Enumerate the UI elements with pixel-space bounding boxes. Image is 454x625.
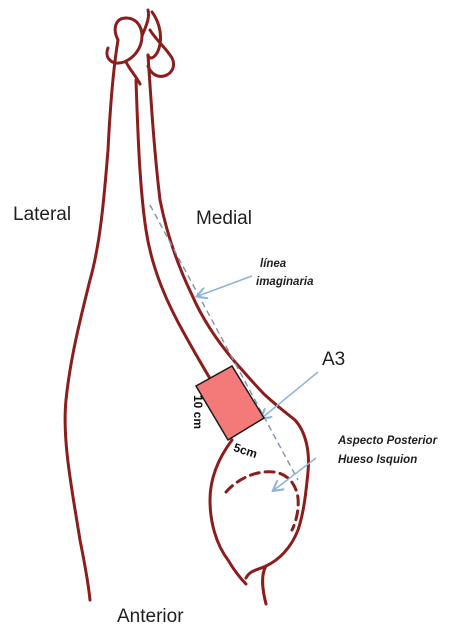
lateral-label: Lateral — [13, 204, 71, 226]
imaginary-line-label-line1: línea — [260, 256, 286, 272]
thigh-inner-line — [136, 80, 212, 382]
imaginary-line-arrow — [198, 276, 252, 296]
area-arrow — [262, 372, 318, 418]
flap-area-rectangle — [196, 366, 264, 440]
thigh-medial-outline — [148, 55, 308, 604]
ischium-label-line1: Aspecto Posterior — [338, 433, 437, 449]
thigh-lateral-outline — [65, 40, 118, 600]
anterior-label: Anterior — [117, 606, 184, 625]
imaginary-line-label-line2: imaginaria — [256, 274, 314, 290]
ischium-label-line2: Hueso Isquion — [338, 452, 417, 468]
area-a3-label: A3 — [322, 349, 345, 371]
buttock-outline — [210, 440, 266, 584]
medial-label: Medial — [196, 208, 252, 230]
flap-length-label: 10 cm — [191, 395, 205, 429]
